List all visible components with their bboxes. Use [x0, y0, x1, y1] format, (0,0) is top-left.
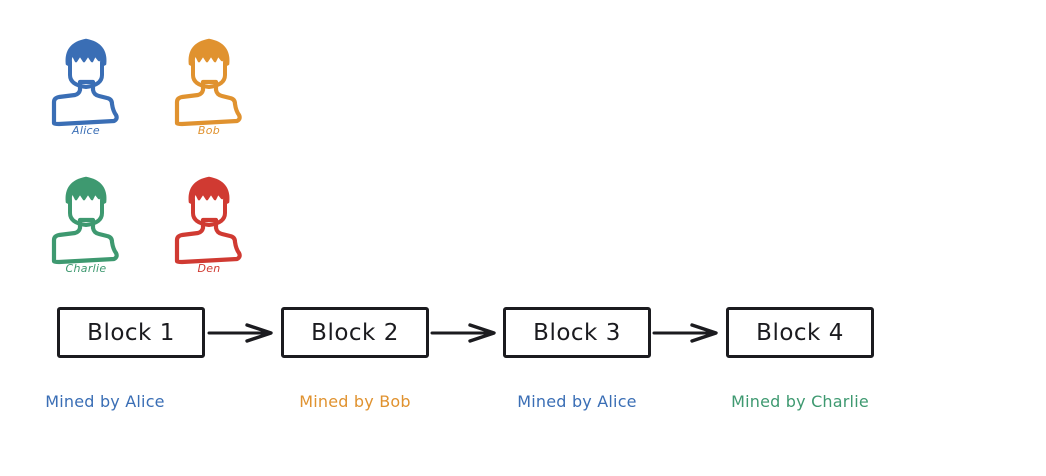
block-label: Block 4 [756, 319, 844, 346]
person-avatar-icon [51, 176, 119, 265]
blockchain-group: Block 1 Mined by Alice Block 2 Mined by … [0, 300, 1046, 430]
participant-name-label: Charlie [65, 262, 107, 275]
block-caption-4: Mined by Charlie [731, 392, 869, 411]
participant-alice[interactable]: Alice [45, 32, 145, 150]
arrow-block1-to-block2 [207, 323, 273, 343]
person-avatar-icon [174, 176, 242, 265]
participant-bob[interactable]: Bob [168, 32, 268, 150]
block-caption-2: Mined by Bob [299, 392, 411, 411]
participants-group: Alice Bob Charlie Den [45, 32, 285, 280]
block-label: Block 1 [87, 319, 175, 346]
block-box-1[interactable]: Block 1 [57, 307, 205, 358]
arrow-block3-to-block4 [652, 323, 718, 343]
person-avatar-icon [174, 38, 242, 127]
block-box-3[interactable]: Block 3 [503, 307, 651, 358]
block-box-4[interactable]: Block 4 [726, 307, 874, 358]
block-caption-3: Mined by Alice [517, 392, 637, 411]
person-avatar-icon [51, 38, 119, 127]
block-label: Block 2 [311, 319, 399, 346]
participant-charlie[interactable]: Charlie [45, 170, 145, 288]
block-caption-1: Mined by Alice [45, 392, 165, 411]
participant-name-label: Alice [72, 124, 100, 137]
arrow-block2-to-block3 [430, 323, 496, 343]
block-box-2[interactable]: Block 2 [281, 307, 429, 358]
participant-name-label: Den [197, 262, 221, 275]
participant-den[interactable]: Den [168, 170, 268, 288]
participant-name-label: Bob [197, 124, 221, 137]
block-label: Block 3 [533, 319, 621, 346]
